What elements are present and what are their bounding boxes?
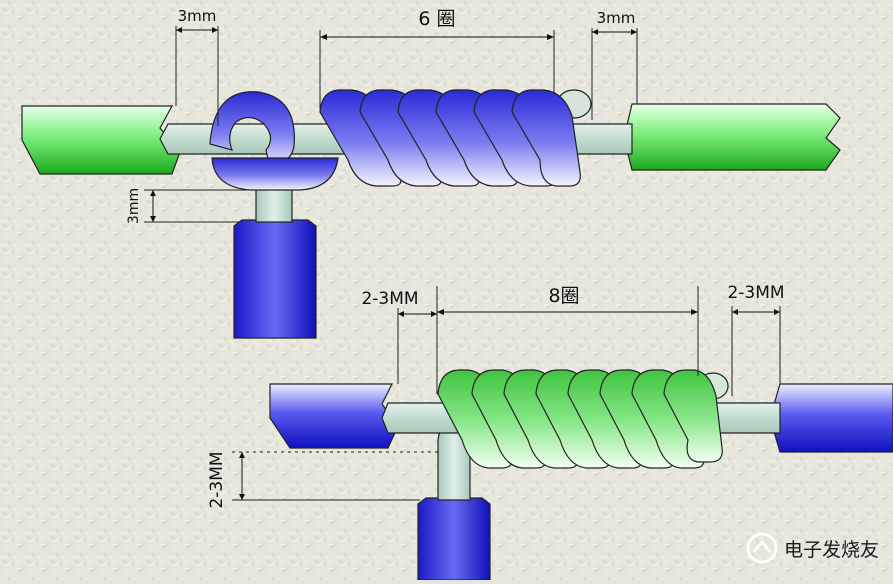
bottom-dim-turns: 8圈: [437, 285, 699, 376]
top-coil: [319, 89, 592, 187]
bottom-joint: 2-3MM 8圈 2-3MM 2-3MM: [207, 283, 893, 581]
top-dim-left-label: 3mm: [178, 7, 217, 25]
top-dim-vertical-label: 3mm: [126, 188, 142, 224]
top-branch-core: [255, 185, 293, 223]
bottom-coil-turn: [663, 369, 723, 463]
top-knot-base: [211, 157, 339, 191]
top-dim-turns-label: 6 圈: [418, 8, 455, 30]
watermark-logo-icon: [746, 532, 778, 564]
bottom-dim-right-label: 2-3MM: [727, 283, 784, 303]
watermark: 电子发烧友: [746, 532, 879, 564]
watermark-text: 电子发烧友: [784, 539, 879, 561]
top-branch-wire: [233, 219, 317, 339]
top-dim-right-label: 3mm: [597, 9, 636, 27]
top-dim-right: 3mm: [591, 9, 638, 120]
bottom-dim-turns-label: 8圈: [548, 285, 579, 307]
top-dim-left: 3mm: [175, 7, 219, 126]
bottom-dim-left-label: 2-3MM: [361, 289, 418, 309]
bottom-coil: [437, 369, 729, 469]
top-right-wire: [623, 103, 841, 171]
top-dim-turns: 6 圈: [319, 8, 555, 110]
bottom-dim-vertical: 2-3MM: [207, 451, 440, 509]
bottom-dim-vertical-label: 2-3MM: [207, 451, 227, 508]
bottom-dim-left: 2-3MM: [361, 286, 438, 394]
top-joint: 3mm 6 圈 3mm 3mm: [21, 7, 841, 339]
top-dim-vertical: 3mm: [126, 188, 255, 224]
bottom-left-wire: [269, 383, 399, 449]
bottom-right-wire: [769, 383, 893, 453]
top-coil-turn: [511, 89, 581, 187]
top-left-wire: [21, 105, 181, 175]
bottom-dim-right: 2-3MM: [727, 283, 785, 396]
bottom-branch-wire: [417, 497, 491, 581]
